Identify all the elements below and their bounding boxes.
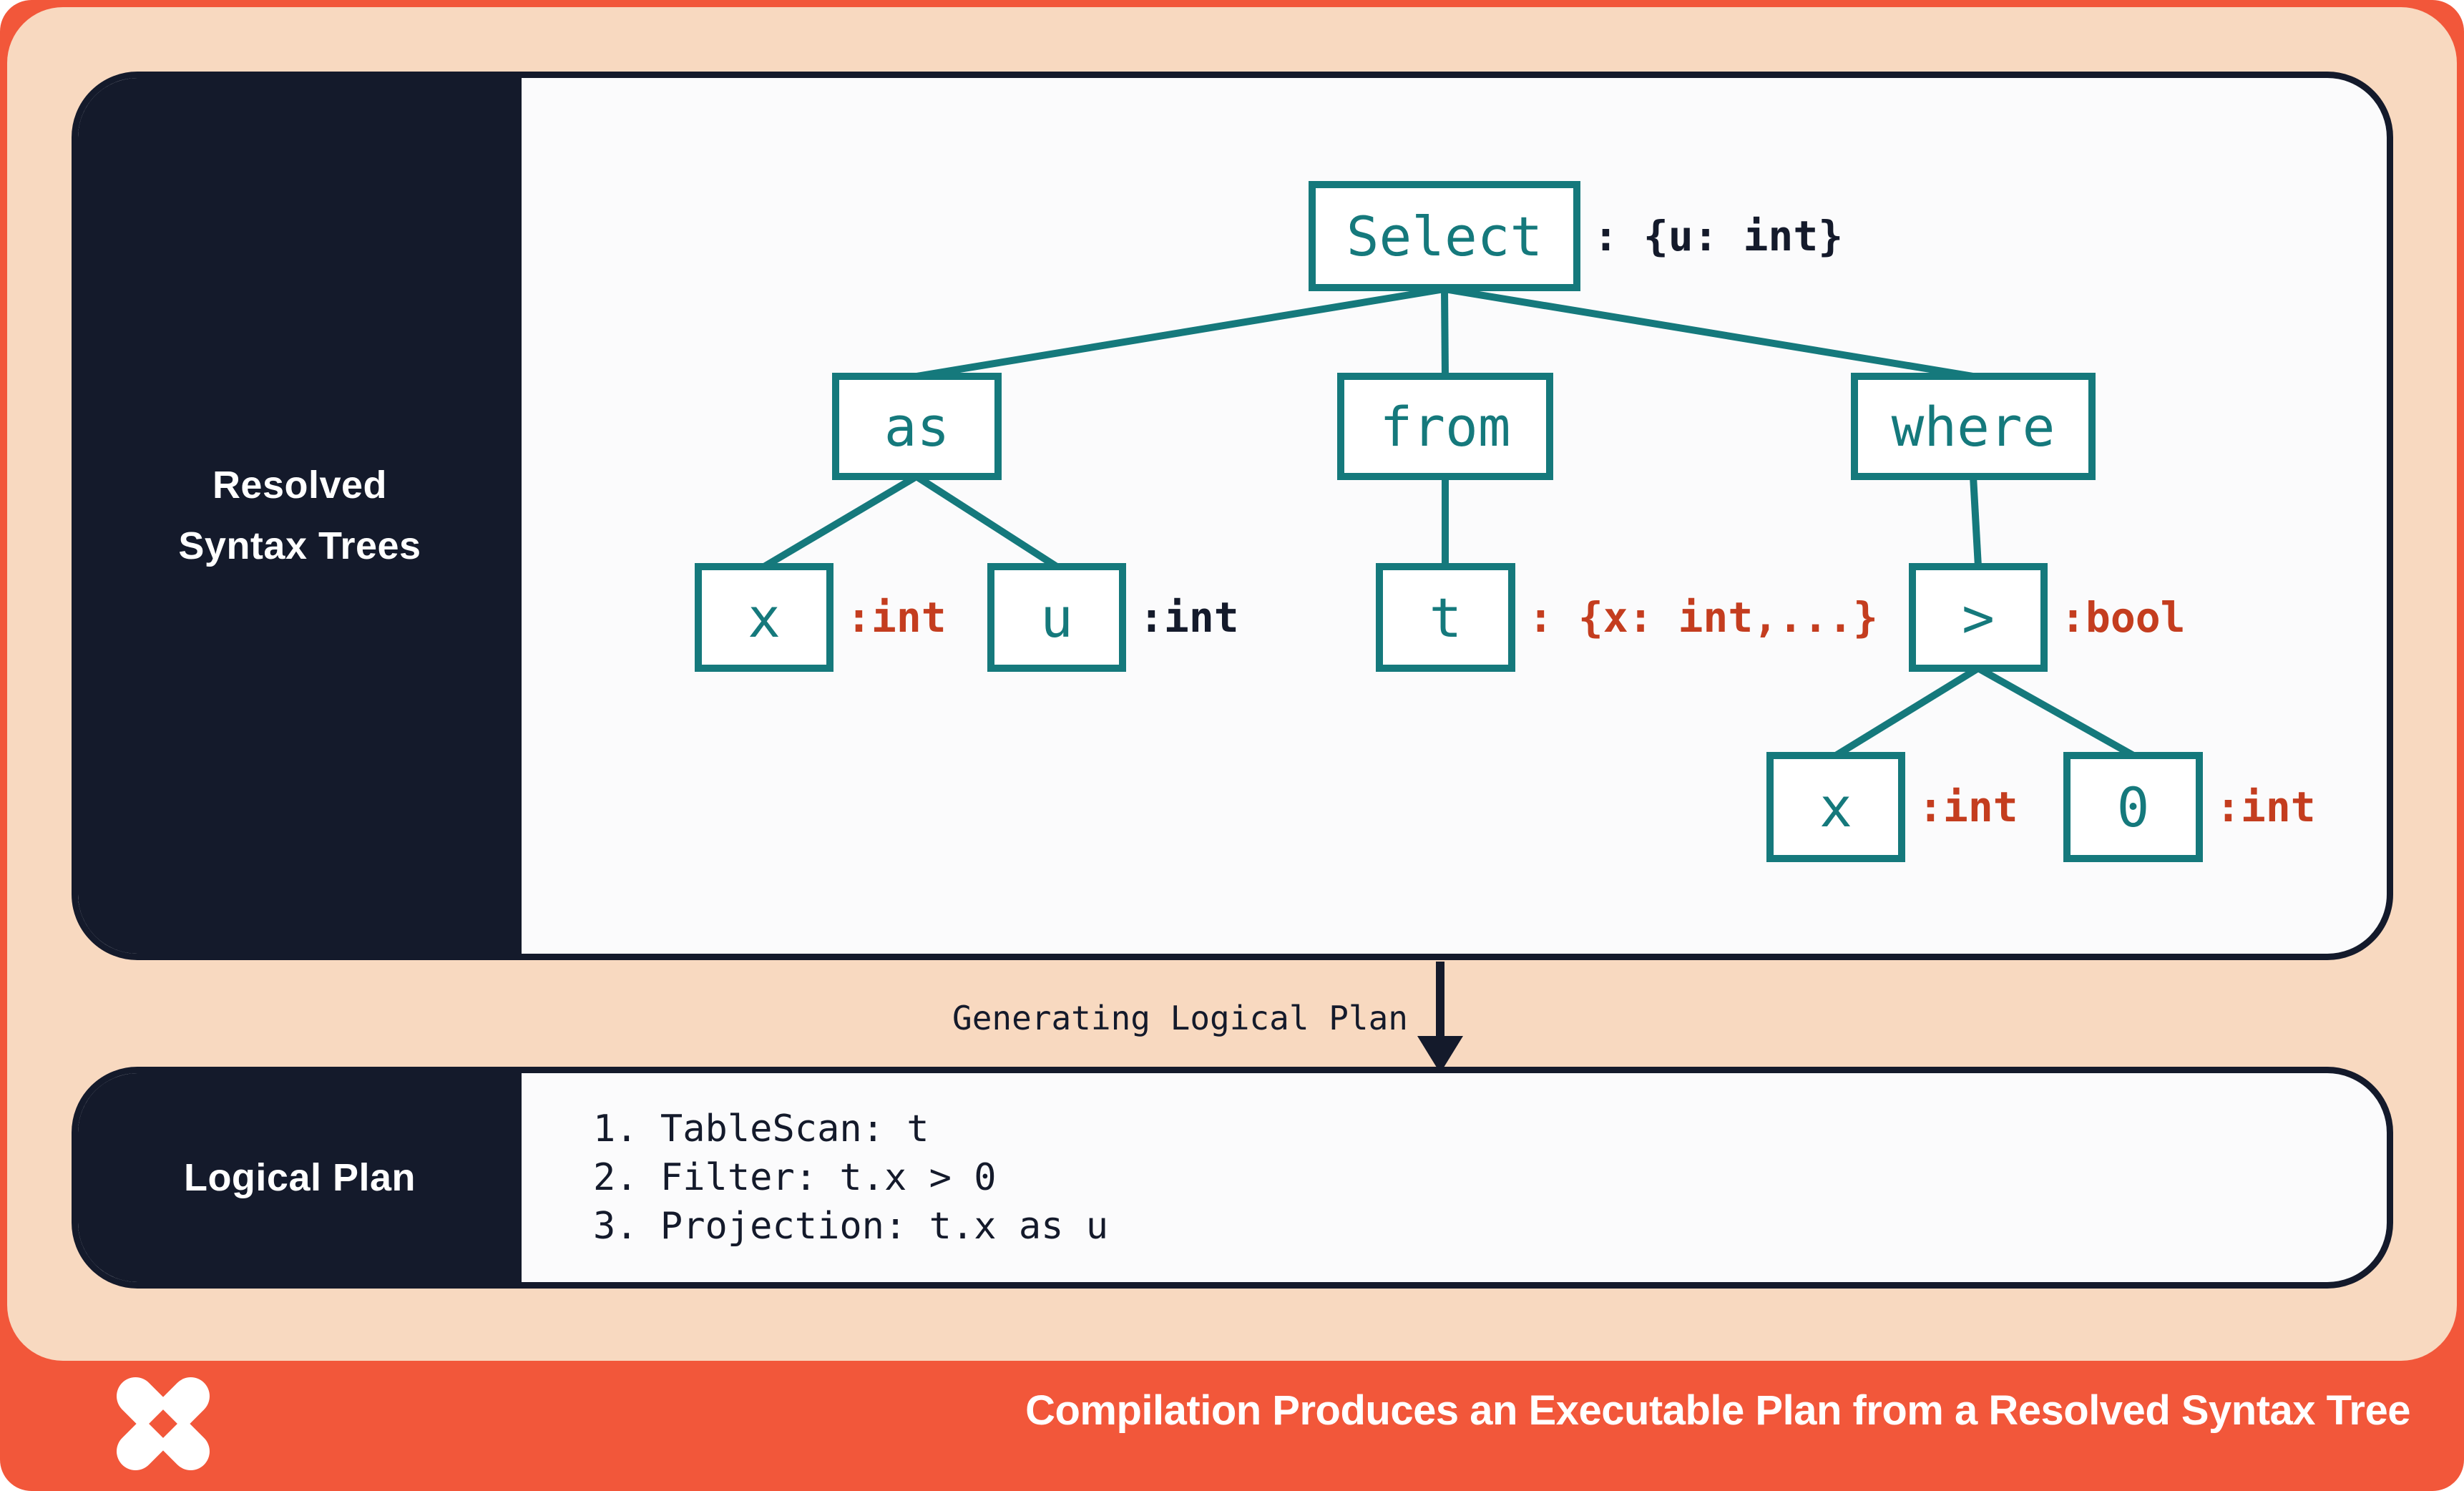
logical-plan-step: 2. Filter: t.x > 0 xyxy=(593,1156,997,1199)
resolved-panel-content xyxy=(522,78,2387,954)
logical-plan-steps: 1. TableScan: t 2. Filter: t.x > 0 3. Pr… xyxy=(593,1105,1108,1251)
resolved-panel-label: Resolved Syntax Trees xyxy=(178,455,421,577)
logical-plan-step: 1. TableScan: t xyxy=(593,1108,929,1150)
resolved-panel-label-line1: Resolved xyxy=(212,464,388,507)
resolved-panel-label-line2: Syntax Trees xyxy=(178,524,421,567)
resolved-syntax-trees-panel: Resolved Syntax Trees xyxy=(72,72,2393,960)
brand-pinwheel-logo-icon xyxy=(117,1377,210,1470)
footer: Compilation Produces an Executable Plan … xyxy=(0,1361,2464,1491)
footer-title: Compilation Produces an Executable Plan … xyxy=(1025,1387,2410,1434)
logical-panel-sidebar: Logical Plan xyxy=(78,1073,522,1282)
logical-panel-content: 1. TableScan: t 2. Filter: t.x > 0 3. Pr… xyxy=(522,1073,2387,1282)
transition-label: Generating Logical Plan xyxy=(952,999,1408,1037)
resolved-panel-sidebar: Resolved Syntax Trees xyxy=(78,78,522,954)
logical-plan-panel: Logical Plan 1. TableScan: t 2. Filter: … xyxy=(72,1067,2393,1289)
logical-panel-label: Logical Plan xyxy=(183,1155,416,1199)
logical-plan-step: 3. Projection: t.x as u xyxy=(593,1205,1109,1248)
